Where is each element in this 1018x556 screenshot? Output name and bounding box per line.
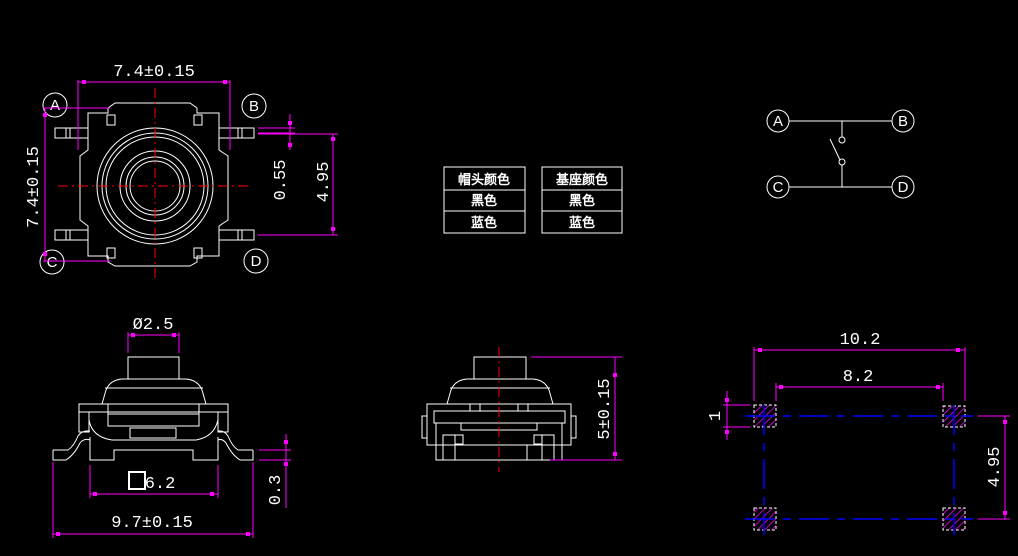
pin-pitch-dim-text: 4.95 [315,162,334,203]
pad-size-dimension: 1 [707,391,750,440]
inner-dim-text: 8.2 [843,368,874,387]
inner-dimension: 8.2 [775,368,944,401]
top-view-pins [54,127,255,241]
schematic-d-label: D [898,179,909,196]
schematic-b-label: B [898,113,908,130]
schematic-a-label: A [773,113,783,130]
pads [753,404,966,531]
terminal-c-label: C [47,254,58,271]
front-view: Ø2.5 □ 6.2 9.7±0.15 0.3 [52,316,291,538]
pad-dim-text: 1 [707,411,726,421]
height-dimension: 7.4±0.15 [25,107,110,262]
width-dimension: 7.4±0.15 [77,63,231,150]
button-diameter-dimension: Ø2.5 [127,316,180,353]
base-color-black: 黑色 [569,193,595,209]
terminal-labels: A B C D [39,92,269,275]
pin-width-dim-text: 0.55 [272,160,291,201]
switch-schematic: A B C D [766,109,915,199]
button-dim-text: Ø2.5 [133,316,174,335]
overall-width-dimension: 9.7±0.15 [52,462,254,538]
body-dim-text: 6.2 [145,475,176,494]
pad-pitch-text: 4.95 [986,447,1005,488]
cap-color-blue: 蓝色 [471,215,497,231]
square-symbol-icon [128,471,146,490]
cap-color-header: 帽头颜色 [458,172,510,188]
height-dimension-side: 5±0.15 [531,356,622,461]
base-color-blue: 蓝色 [569,215,595,231]
terminal-d-label: D [251,253,262,270]
top-view-body [79,102,229,267]
lead-thickness-dimension: 0.3 [259,434,291,508]
outer-dimension: 10.2 [753,331,966,401]
base-color-header: 基座颜色 [555,172,608,188]
pin-pitch-dimension: 4.95 [258,133,338,236]
body-dimension: □ 6.2 [89,465,219,498]
overall-dim-text: 9.7±0.15 [111,514,193,533]
outer-dim-text: 10.2 [840,331,881,350]
pad-layout: 10.2 8.2 1 4.95 [707,331,1010,535]
height-dim-text: 7.4±0.15 [25,146,44,228]
side-view: 5±0.15 [421,347,622,472]
cap-color-table: 帽头颜色 黑色 蓝色 [443,166,526,234]
terminal-b-label: B [249,98,259,115]
base-color-table: 基座颜色 黑色 蓝色 [541,166,623,234]
width-dim-text: 7.4±0.15 [113,63,195,82]
pad-pitch-dimension: 4.95 [978,415,1010,520]
lead-thickness-text: 0.3 [267,475,286,506]
schematic-c-label: C [773,179,784,196]
cap-color-black: 黑色 [471,193,497,209]
terminal-a-label: A [50,97,60,114]
top-view: A B C D 7.4±0.15 7.4±0.15 0.55 4.9 [25,63,338,280]
side-height-text: 5±0.15 [596,378,615,439]
pin-width-dimension: 0.55 [258,114,295,200]
